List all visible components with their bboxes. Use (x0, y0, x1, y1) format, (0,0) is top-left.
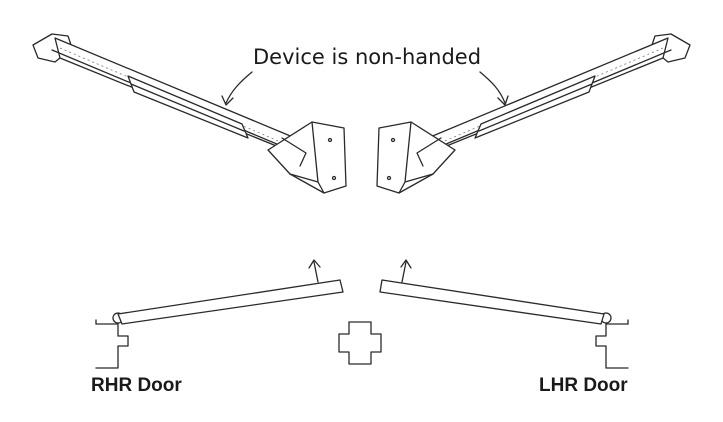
arrow-left-icon (221, 71, 253, 106)
rhr-door-label: RHR Door (91, 375, 182, 396)
exit-device-left (32, 33, 347, 194)
door-plan-right (379, 259, 629, 369)
diagram-title: Device is non-handed (253, 45, 482, 69)
arrow-right-icon (479, 71, 509, 106)
mullion-section (338, 321, 382, 365)
door-plan-left (95, 259, 344, 369)
lhr-door-label: LHR Door (539, 375, 628, 396)
exit-device-right (376, 33, 691, 194)
